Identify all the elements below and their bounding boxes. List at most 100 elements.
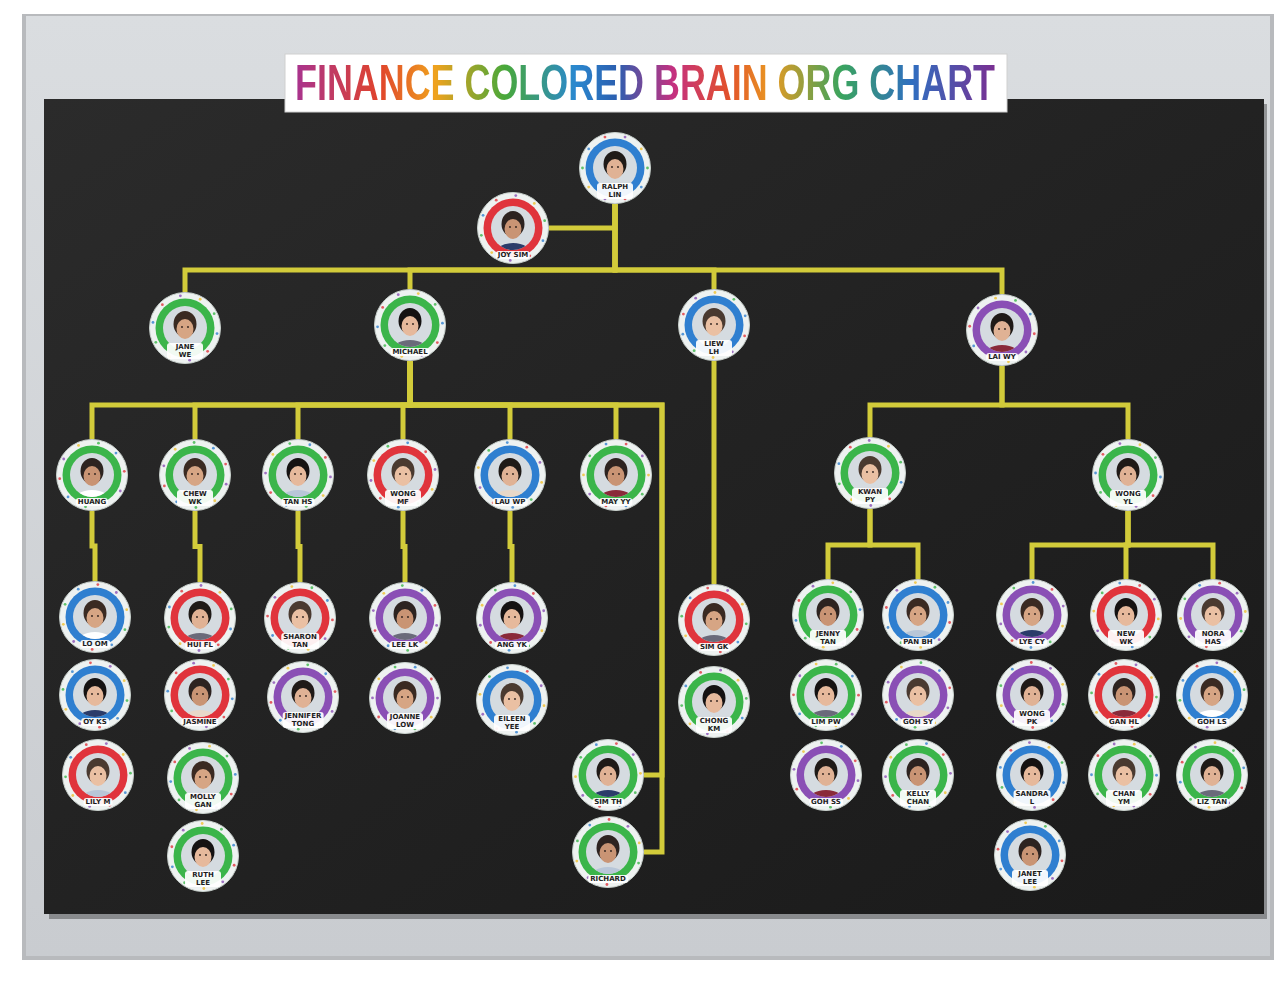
person-name: LYE CY — [1017, 638, 1047, 646]
person-node: JANET LEE — [994, 819, 1066, 891]
reporting-line — [870, 509, 918, 579]
person-node: NORA HAS — [1177, 579, 1249, 651]
person-name: NEW WK — [1108, 630, 1144, 646]
person-node: CHEW WK — [159, 439, 231, 511]
person-node: WONG PK — [996, 659, 1068, 731]
person-name: LILY M — [84, 798, 113, 806]
name-tag: MAY YY — [599, 498, 632, 506]
person-node: MICHAEL — [374, 289, 446, 361]
reporting-line — [410, 361, 662, 852]
person-node: LYE CY — [996, 579, 1068, 651]
person-node: GOH SS — [790, 739, 862, 811]
person-node: LIM PW — [790, 659, 862, 731]
person-name: HUANG — [76, 498, 108, 506]
name-tag: KWAN PY — [852, 488, 888, 504]
name-tag: TAN HS — [282, 498, 315, 506]
person-node: HUI FL — [164, 582, 236, 654]
name-tag: GAN HL — [1107, 718, 1141, 726]
person-node: JOY SIM — [477, 192, 549, 264]
person-name: JENNY TAN — [810, 630, 846, 646]
name-tag: WONG YL — [1110, 490, 1146, 506]
name-tag: SHARON TAN — [281, 633, 319, 649]
reporting-line — [1032, 511, 1128, 579]
person-name: RALPH LIN — [597, 183, 633, 199]
person-name: LAI WY — [986, 353, 1018, 361]
name-tag: RUTH LEE — [185, 871, 221, 887]
person-node: SANDRA L — [996, 739, 1068, 811]
person-name: WONG PK — [1014, 710, 1050, 726]
person-node: WONG MF — [367, 439, 439, 511]
person-name: MAY YY — [599, 498, 632, 506]
name-tag: RALPH LIN — [597, 183, 633, 199]
person-name: WONG YL — [1110, 490, 1146, 506]
person-name: LIEW LH — [696, 340, 732, 356]
person-name: GAN HL — [1107, 718, 1141, 726]
name-tag: WONG MF — [385, 490, 421, 506]
person-node: GOH SY — [882, 659, 954, 731]
person-node: LIEW LH — [678, 289, 750, 361]
person-node: ANG YK — [476, 582, 548, 654]
name-tag: HUANG — [76, 498, 108, 506]
name-tag: CHEW WK — [177, 490, 213, 506]
name-tag: LO OM — [80, 640, 110, 648]
person-node: MOLLY GAN — [167, 742, 239, 814]
reporting-line — [1002, 366, 1128, 439]
person-name: JOANNE LOW — [387, 713, 423, 729]
person-name: RUTH LEE — [185, 871, 221, 887]
name-tag: SANDRA L — [1014, 790, 1051, 806]
name-tag: KELLY CHAN — [900, 790, 936, 806]
reporting-line — [403, 511, 405, 582]
person-name: CHONG KM — [696, 717, 732, 733]
wall — [26, 16, 1270, 956]
person-node: PAN BH — [882, 579, 954, 651]
person-node: RALPH LIN — [579, 132, 651, 204]
person-name: GOH SY — [901, 718, 935, 726]
person-name: NORA HAS — [1195, 630, 1231, 646]
name-tag: LILY M — [84, 798, 113, 806]
reporting-line — [410, 361, 616, 439]
name-tag: GOH SS — [809, 798, 843, 806]
reporting-line — [410, 361, 510, 439]
person-name: JENNIFER TONG — [283, 712, 324, 728]
person-node: SIM GK — [678, 584, 750, 656]
person-name: SHARON TAN — [281, 633, 319, 649]
person-node: LO OM — [59, 581, 131, 653]
reporting-line — [510, 511, 512, 582]
person-node: RICHARD — [572, 816, 644, 888]
title-strip — [285, 54, 1007, 112]
photo-shadow — [22, 14, 1274, 960]
reporting-line — [298, 511, 300, 582]
name-tag: HUI FL — [185, 641, 215, 649]
person-node: SIM TH — [572, 739, 644, 811]
name-tag: JASMINE — [181, 718, 218, 726]
person-name: LAU WP — [493, 498, 528, 506]
person-name: EILEEN YEE — [494, 715, 530, 731]
name-tag: SIM GK — [698, 643, 730, 651]
person-node: MAY YY — [580, 439, 652, 511]
person-node: CHAN YM — [1088, 739, 1160, 811]
person-node: EILEEN YEE — [476, 664, 548, 736]
person-name: TAN HS — [282, 498, 315, 506]
person-node: LEE LK — [369, 582, 441, 654]
person-name: MOLLY GAN — [185, 793, 221, 809]
person-node: RUTH LEE — [167, 820, 239, 892]
person-name: OY KS — [81, 718, 109, 726]
person-node: NEW WK — [1090, 579, 1162, 651]
name-tag: MOLLY GAN — [185, 793, 221, 809]
person-name: PAN BH — [901, 638, 934, 646]
reporting-line — [410, 361, 662, 775]
person-name: KWAN PY — [852, 488, 888, 504]
person-name: CHAN YM — [1106, 790, 1142, 806]
name-tag: MICHAEL — [390, 348, 429, 356]
person-name: GOH LS — [1195, 718, 1229, 726]
person-name: SIM TH — [592, 798, 624, 806]
person-name: RICHARD — [588, 875, 628, 883]
person-name: JANE WE — [167, 343, 203, 359]
person-name: JOY SIM — [496, 251, 530, 259]
name-tag: CHONG KM — [696, 717, 732, 733]
person-node: TAN HS — [262, 439, 334, 511]
reporting-line — [712, 361, 717, 584]
reporting-line — [1128, 511, 1213, 579]
reporting-line — [828, 509, 870, 579]
name-tag: OY KS — [81, 718, 109, 726]
